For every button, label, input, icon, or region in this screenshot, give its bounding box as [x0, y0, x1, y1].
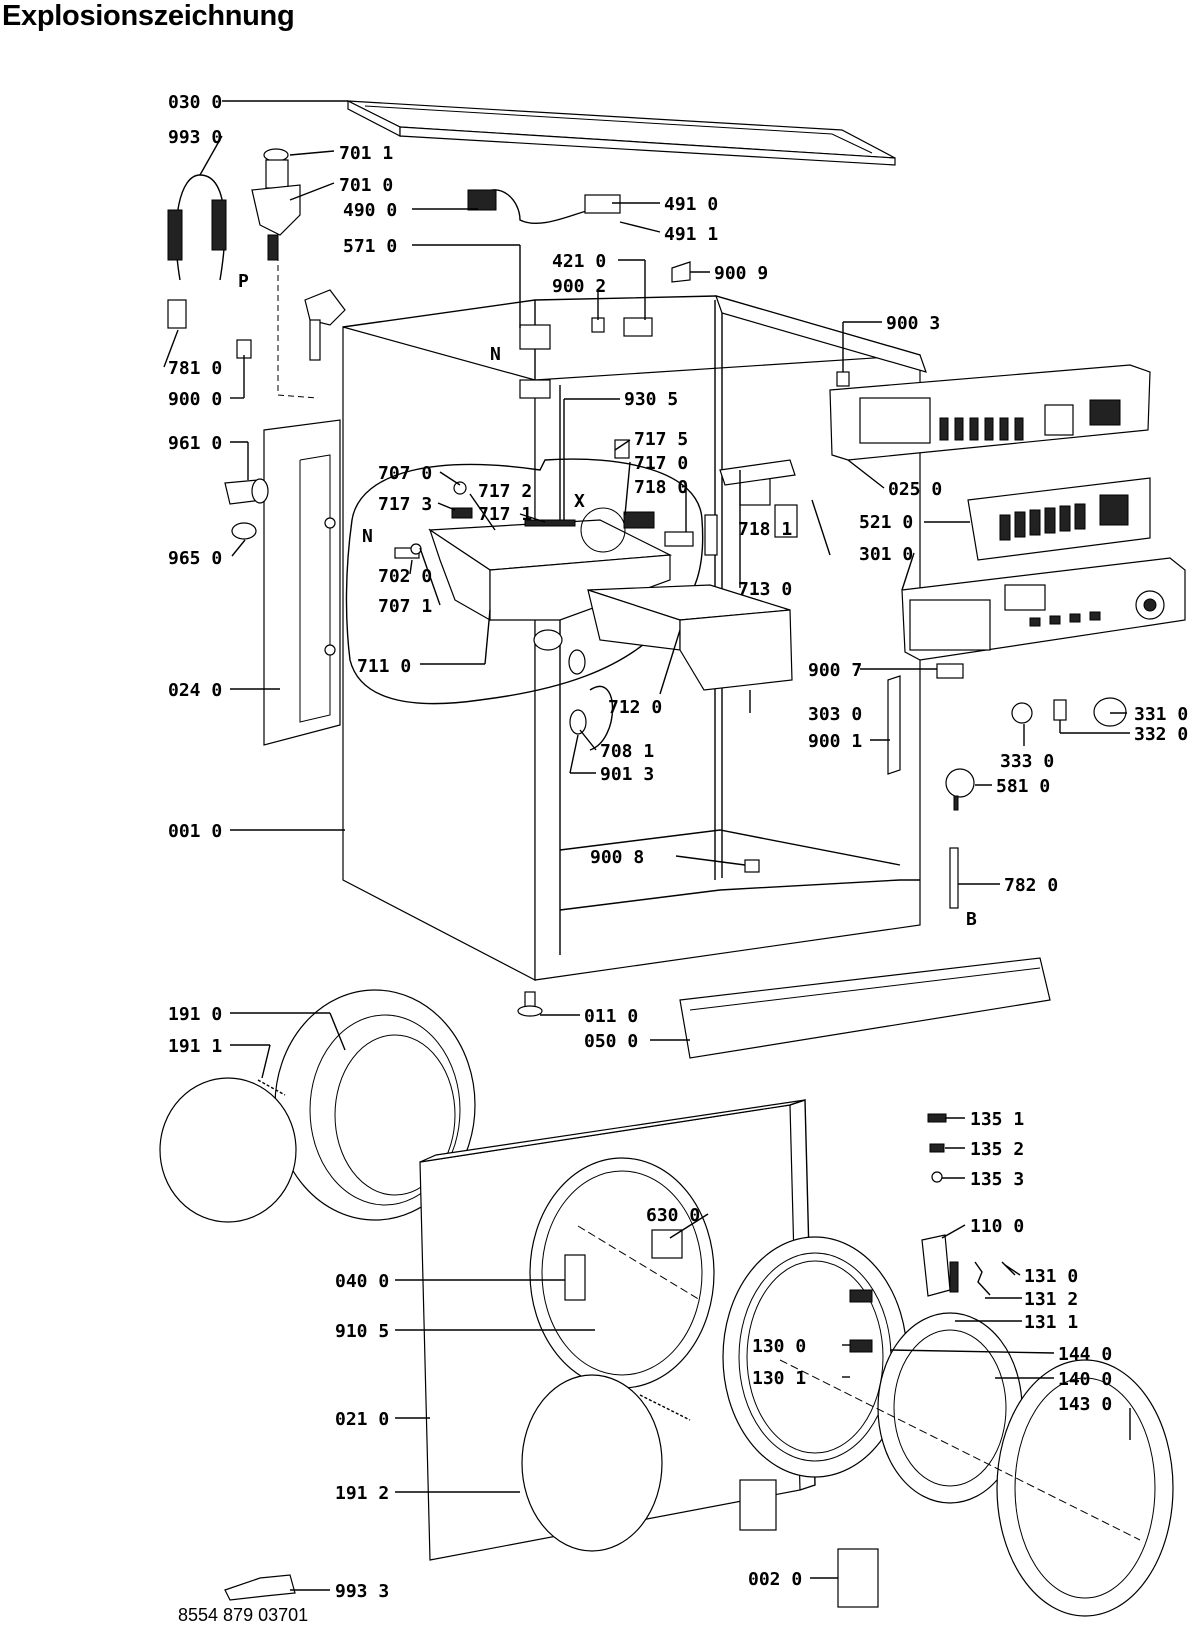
- callout-130-0: 130 0: [752, 1336, 806, 1357]
- callout-040-0: 040 0: [335, 1271, 389, 1292]
- callout-782-0: 782 0: [1004, 875, 1058, 896]
- callout-050-0: 050 0: [584, 1031, 638, 1052]
- callout-581-0: 581 0: [996, 776, 1050, 797]
- callout-571-0: 571 0: [343, 236, 397, 257]
- callout-140-0: 140 0: [1058, 1369, 1112, 1390]
- callout-030-0: 030 0: [168, 92, 222, 113]
- callout-707-1: 707 1: [378, 596, 432, 617]
- callout-900-7: 900 7: [808, 660, 862, 681]
- diagram-title: Explosionszeichnung: [2, 0, 295, 32]
- callout-135-3: 135 3: [970, 1169, 1024, 1190]
- callout-135-1: 135 1: [970, 1109, 1024, 1130]
- marker-n-left: N: [362, 526, 373, 547]
- callout-labels: 030 0 993 0 701 1 701 0 490 0 491 0 491 …: [168, 92, 1188, 1602]
- callout-143-0: 143 0: [1058, 1394, 1112, 1415]
- callout-021-0: 021 0: [335, 1409, 389, 1430]
- callout-900-3: 900 3: [886, 313, 940, 334]
- callout-025-0: 025 0: [888, 479, 942, 500]
- callout-191-1: 191 1: [168, 1036, 222, 1057]
- callout-303-0: 303 0: [808, 704, 862, 725]
- callout-011-0: 011 0: [584, 1006, 638, 1027]
- callout-333-0: 333 0: [1000, 751, 1054, 772]
- callout-717-2: 717 2: [478, 481, 532, 502]
- callout-701-1: 701 1: [339, 143, 393, 164]
- callout-717-1: 717 1: [478, 504, 532, 525]
- callout-421-0: 421 0: [552, 251, 606, 272]
- callout-130-1: 130 1: [752, 1368, 806, 1389]
- callout-910-5: 910 5: [335, 1321, 389, 1342]
- callout-711-0: 711 0: [357, 656, 411, 677]
- callout-993-3: 993 3: [335, 1581, 389, 1602]
- callout-717-0: 717 0: [634, 453, 688, 474]
- callout-930-5: 930 5: [624, 389, 678, 410]
- callout-490-0: 490 0: [343, 200, 397, 221]
- callout-491-0: 491 0: [664, 194, 718, 215]
- callout-110-0: 110 0: [970, 1216, 1024, 1237]
- callout-900-0: 900 0: [168, 389, 222, 410]
- callout-131-2: 131 2: [1024, 1289, 1078, 1310]
- callout-965-0: 965 0: [168, 548, 222, 569]
- callout-900-2: 900 2: [552, 276, 606, 297]
- callout-712-0: 712 0: [608, 697, 662, 718]
- callout-630-0: 630 0: [646, 1205, 700, 1226]
- callout-131-1: 131 1: [1024, 1312, 1078, 1333]
- callout-781-0: 781 0: [168, 358, 222, 379]
- callout-900-8: 900 8: [590, 847, 644, 868]
- callout-718-0: 718 0: [634, 477, 688, 498]
- callout-131-0: 131 0: [1024, 1266, 1078, 1287]
- callout-002-0: 002 0: [748, 1569, 802, 1590]
- marker-p: P: [238, 271, 249, 292]
- callout-001-0: 001 0: [168, 821, 222, 842]
- callout-135-2: 135 2: [970, 1139, 1024, 1160]
- letter-markers: P N X N B: [238, 271, 977, 930]
- callout-191-0: 191 0: [168, 1004, 222, 1025]
- callout-961-0: 961 0: [168, 433, 222, 454]
- document-number: 8554 879 03701: [178, 1605, 309, 1625]
- callout-332-0: 332 0: [1134, 724, 1188, 745]
- callout-521-0: 521 0: [859, 512, 913, 533]
- callout-718-1: 718 1: [738, 519, 792, 540]
- callout-331-0: 331 0: [1134, 704, 1188, 725]
- callout-191-2: 191 2: [335, 1483, 389, 1504]
- callout-024-0: 024 0: [168, 680, 222, 701]
- callout-900-9: 900 9: [714, 263, 768, 284]
- callout-707-0: 707 0: [378, 463, 432, 484]
- callout-717-5: 717 5: [634, 429, 688, 450]
- callout-993-0: 993 0: [168, 127, 222, 148]
- callout-491-1: 491 1: [664, 224, 718, 245]
- callout-144-0: 144 0: [1058, 1344, 1112, 1365]
- callout-900-1: 900 1: [808, 731, 862, 752]
- part-illustrations: [159, 100, 1186, 1617]
- callout-708-1: 708 1: [600, 741, 654, 762]
- callout-301-0: 301 0: [859, 544, 913, 565]
- leader-lines: [163, 100, 1141, 1591]
- callout-717-3: 717 3: [378, 494, 432, 515]
- callout-901-3: 901 3: [600, 764, 654, 785]
- marker-n-top: N: [490, 344, 501, 365]
- marker-b: B: [966, 909, 977, 930]
- marker-x: X: [574, 491, 585, 512]
- callout-702-0: 702 0: [378, 566, 432, 587]
- callout-701-0: 701 0: [339, 175, 393, 196]
- callout-713-0: 713 0: [738, 579, 792, 600]
